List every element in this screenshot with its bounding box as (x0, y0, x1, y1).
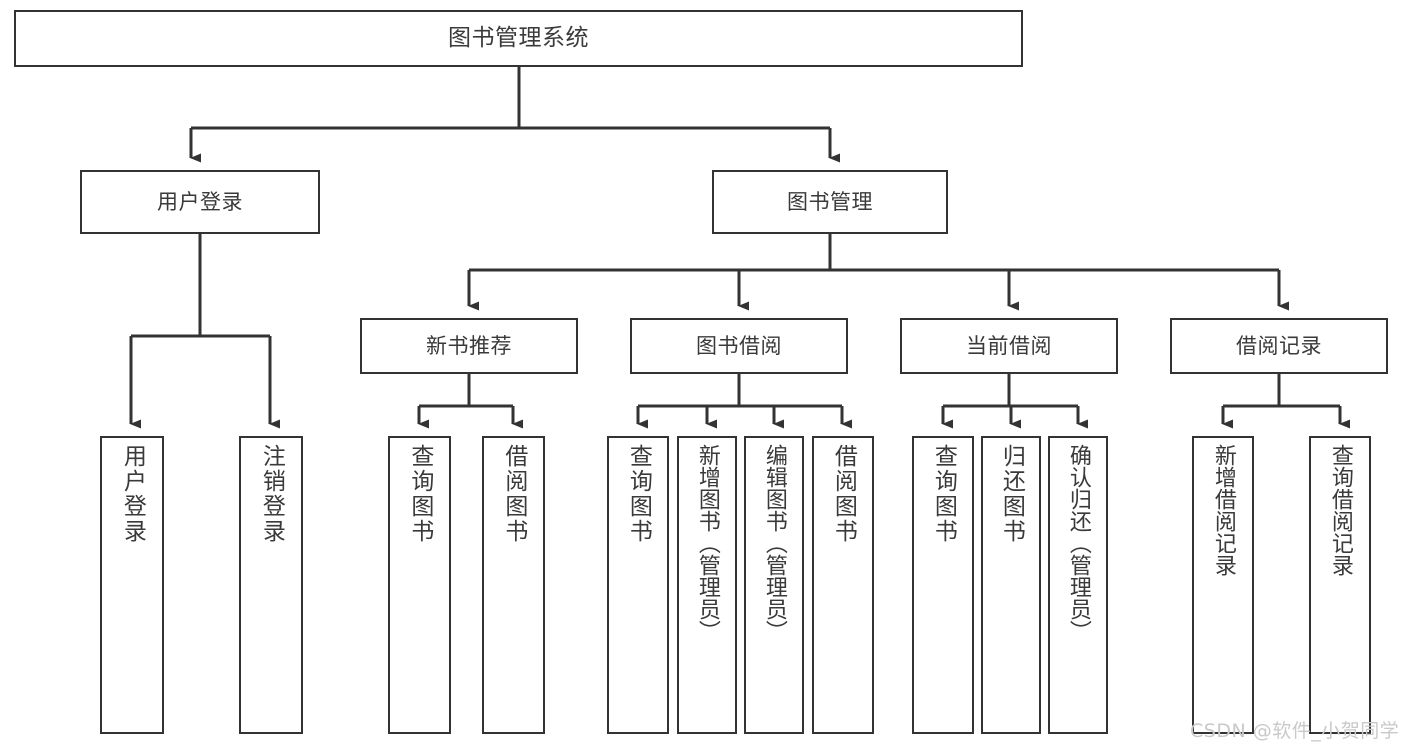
node-leaf-query-book-1[interactable]: 查询图书 (388, 436, 451, 734)
node-leaf-borrow-book-2[interactable]: 借阅图书 (812, 436, 874, 734)
node-leaf-query-book-3[interactable]: 查询图书 (912, 436, 974, 734)
node-leaf-query-book-1-label: 查询图书 (406, 444, 433, 544)
node-book-management[interactable]: 图书管理 (712, 170, 948, 234)
node-user-login-label: 用户登录 (157, 189, 243, 214)
node-leaf-return-book[interactable]: 归还图书 (981, 436, 1041, 734)
node-leaf-confirm-return-label: 确认归还（管理员） (1065, 444, 1091, 642)
csdn-watermark-text: CSDN @软件_小贺同学 (1190, 720, 1400, 742)
node-leaf-query-borrow-record[interactable]: 查询借阅记录 (1309, 436, 1371, 734)
node-leaf-user-login-label: 用户登录 (119, 444, 146, 544)
node-current-borrow[interactable]: 当前借阅 (900, 318, 1118, 374)
node-leaf-add-book[interactable]: 新增图书（管理员） (677, 436, 737, 734)
node-new-book-recommend[interactable]: 新书推荐 (360, 318, 578, 374)
node-leaf-logout-login[interactable]: 注销登录 (239, 436, 303, 734)
node-leaf-logout-login-label: 注销登录 (258, 444, 285, 544)
node-leaf-confirm-return[interactable]: 确认归还（管理员） (1048, 436, 1108, 734)
node-leaf-borrow-book-1[interactable]: 借阅图书 (482, 436, 545, 734)
node-root-system-label: 图书管理系统 (448, 25, 589, 51)
node-leaf-borrow-book-2-label: 借阅图书 (830, 444, 857, 544)
node-leaf-add-borrow-record[interactable]: 新增借阅记录 (1192, 436, 1254, 734)
node-leaf-add-book-label: 新增图书（管理员） (694, 444, 720, 642)
node-leaf-return-book-label: 归还图书 (998, 444, 1025, 544)
node-leaf-user-login[interactable]: 用户登录 (100, 436, 164, 734)
node-root-system[interactable]: 图书管理系统 (14, 10, 1023, 67)
csdn-watermark: CSDN @软件_小贺同学 (1190, 716, 1399, 743)
node-new-book-recommend-label: 新书推荐 (426, 333, 512, 358)
node-leaf-borrow-book-1-label: 借阅图书 (500, 444, 527, 544)
node-book-borrow-label: 图书借阅 (696, 333, 782, 358)
node-leaf-edit-book-label: 编辑图书（管理员） (761, 444, 787, 642)
node-leaf-query-book-2[interactable]: 查询图书 (607, 436, 669, 734)
node-user-login[interactable]: 用户登录 (80, 170, 320, 234)
node-book-borrow[interactable]: 图书借阅 (630, 318, 848, 374)
node-book-management-label: 图书管理 (787, 189, 873, 214)
node-borrow-record-label: 借阅记录 (1236, 333, 1322, 358)
node-borrow-record[interactable]: 借阅记录 (1170, 318, 1388, 374)
node-leaf-query-book-2-label: 查询图书 (625, 444, 652, 544)
node-leaf-edit-book[interactable]: 编辑图书（管理员） (744, 436, 804, 734)
node-leaf-add-borrow-record-label: 新增借阅记录 (1210, 444, 1236, 576)
node-leaf-query-borrow-record-label: 查询借阅记录 (1327, 444, 1353, 576)
node-leaf-query-book-3-label: 查询图书 (930, 444, 957, 544)
node-current-borrow-label: 当前借阅 (966, 333, 1052, 358)
